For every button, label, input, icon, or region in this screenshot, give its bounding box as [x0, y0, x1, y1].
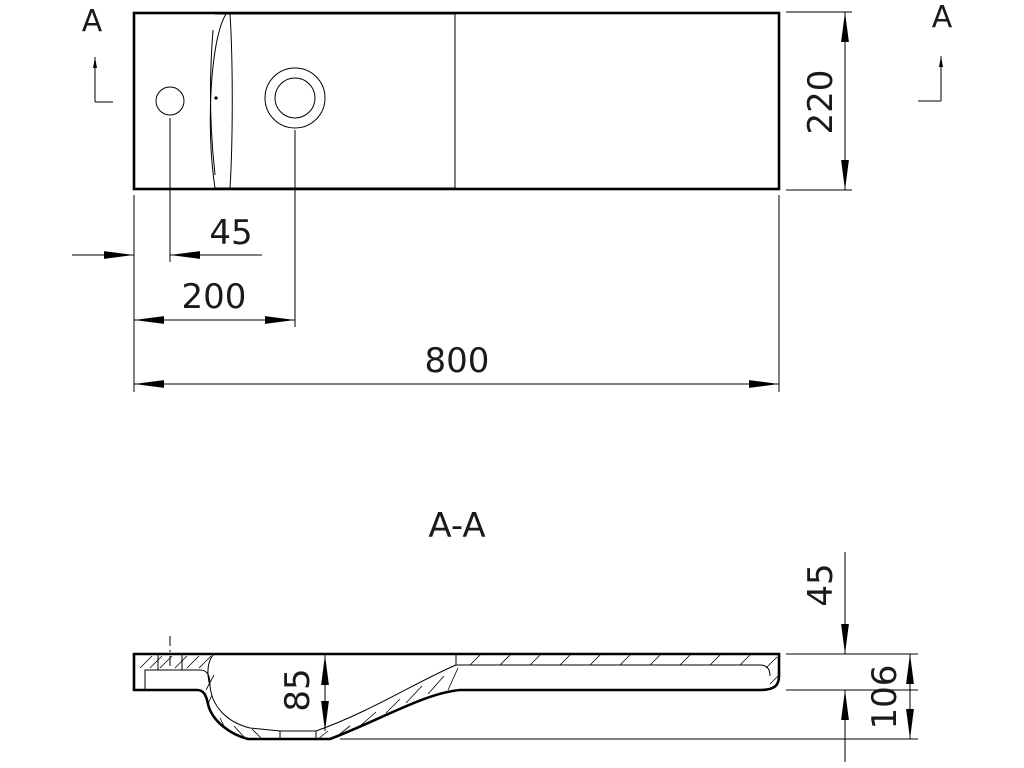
- tap-hole: [155, 86, 185, 116]
- drain-inner: [274, 77, 316, 119]
- basin-wall: [207, 653, 215, 687]
- top-view: A A 220 45 200 800: [72, 0, 953, 392]
- drain-section: [279, 731, 317, 739]
- basin-outline: [215, 13, 456, 189]
- section-view: A-A: [132, 506, 918, 762]
- hatching-drain: [317, 667, 459, 740]
- section-outer-profile: [132, 652, 781, 741]
- drain-offset-label: 200: [182, 277, 247, 317]
- basin-curved-edge-inner: [229, 13, 233, 189]
- basin-depth-label: 85: [278, 668, 318, 711]
- total-height-label: 106: [865, 665, 905, 730]
- section-marker-right: A: [932, 0, 953, 35]
- basin-curved-edge: [209, 13, 227, 189]
- section-title: A-A: [428, 506, 485, 546]
- height-dimension-label: 220: [801, 70, 841, 135]
- tap-hole-offset-label: 45: [209, 213, 252, 253]
- total-width-label: 800: [425, 341, 490, 381]
- overflow-point: [214, 96, 218, 100]
- overflow-slot: [210, 29, 216, 176]
- drain-outer: [264, 67, 326, 129]
- tap-hole-section: [157, 653, 183, 671]
- hatching-left: [139, 655, 263, 740]
- top-view-outline: [132, 11, 781, 191]
- rim-height-label: 45: [801, 563, 841, 606]
- section-marker-left: A: [82, 4, 103, 39]
- section-inner-profile: [144, 664, 771, 732]
- hatching-right: [469, 653, 779, 685]
